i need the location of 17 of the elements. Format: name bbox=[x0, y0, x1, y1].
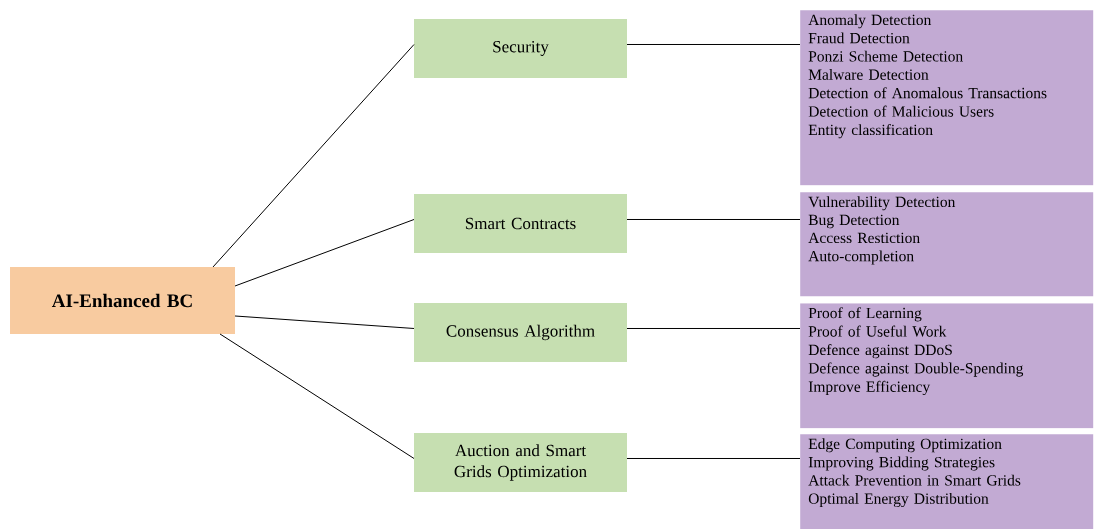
item-list-box: Edge Computing Optimization Improving Bidding Strategies Attack Prevention in Smart Grids Optimal Energy Distribution bbox=[800, 434, 1094, 529]
connector-line bbox=[234, 219, 415, 287]
item-list-box: Proof of Learning Proof of Useful Work Defence against DDoS Defence against Double-Spending Improve Efficiency bbox=[800, 303, 1094, 429]
category-box: Security bbox=[414, 19, 627, 78]
category-box: Smart Contracts bbox=[414, 194, 627, 253]
connector-line bbox=[212, 44, 415, 268]
root-box: AI-Enhanced BC bbox=[10, 267, 235, 334]
connector-line bbox=[234, 315, 415, 329]
category-box: Consensus Algorithm bbox=[414, 303, 627, 362]
item-list-box: Anomaly Detection Fraud Detection Ponzi Scheme Detection Malware Detection Detection of Anomalous Transactions Detection of Malicious Users Entity classification bbox=[800, 10, 1094, 186]
connector-line bbox=[626, 44, 801, 45]
category-box: Auction and Smart Grids Optimization bbox=[414, 433, 627, 492]
item-list-box: Vulnerability Detection Bug Detection Access Restiction Auto-completion bbox=[800, 192, 1094, 297]
connector-line bbox=[626, 328, 801, 329]
connector-line bbox=[219, 333, 415, 459]
connector-line bbox=[626, 458, 801, 459]
connector-line bbox=[626, 219, 801, 220]
